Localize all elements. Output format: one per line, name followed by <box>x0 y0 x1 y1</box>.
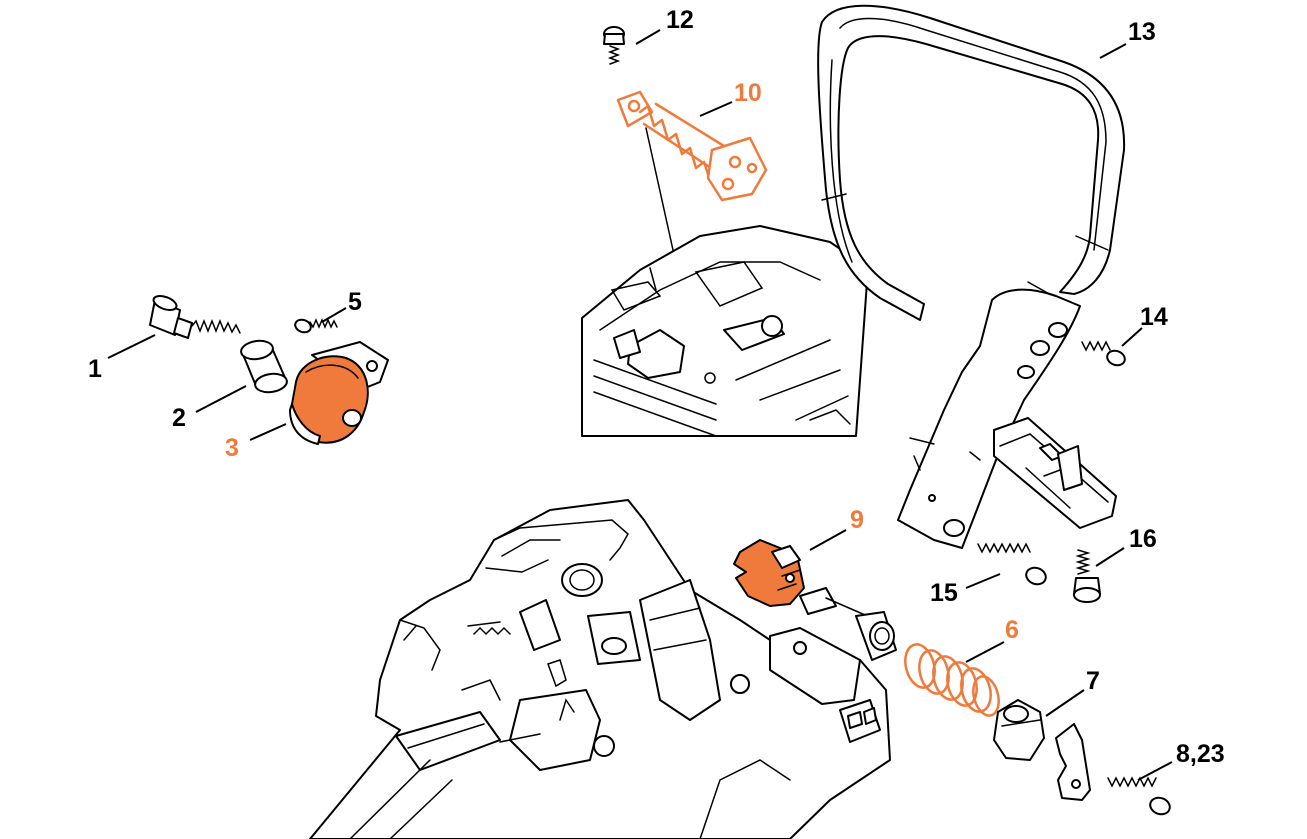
part-12-screw <box>603 26 625 65</box>
callout-12: 12 <box>666 6 694 34</box>
callout-6: 6 <box>1005 616 1019 644</box>
part-13-handlebar <box>817 4 1126 549</box>
part-7-knob <box>993 699 1091 801</box>
callout-8-23: 8,23 <box>1176 740 1225 768</box>
part-6-assembly <box>799 587 897 661</box>
part-15-screw <box>977 542 1047 586</box>
callout-labels: 1 2 3 5 6 7 8,23 9 10 12 13 14 15 16 <box>88 6 1225 768</box>
callout-3: 3 <box>225 434 239 462</box>
callout-7: 7 <box>1086 667 1100 695</box>
lower-crankcase <box>309 499 891 839</box>
callout-15: 15 <box>930 579 958 607</box>
callout-1: 1 <box>88 355 102 383</box>
upper-engine-housing <box>581 225 869 437</box>
part-2-bushing <box>240 339 288 394</box>
part-16-screw <box>1073 549 1101 603</box>
callout-13: 13 <box>1128 18 1156 46</box>
callout-10: 10 <box>734 79 762 107</box>
part-14-screw <box>1081 340 1126 367</box>
callout-2: 2 <box>172 404 186 432</box>
part-5-screw <box>294 318 338 334</box>
part-6-spring <box>904 643 1000 717</box>
leader-lines <box>107 29 1173 781</box>
callout-9: 9 <box>850 506 864 534</box>
callout-16: 16 <box>1129 525 1157 553</box>
part-9-rubber-mount <box>733 539 805 607</box>
part-8-23-screw <box>1107 776 1171 816</box>
part-3-cover <box>289 341 389 445</box>
handle-switch-box <box>993 417 1117 529</box>
part-1-pin <box>149 295 241 339</box>
callout-5: 5 <box>348 288 362 316</box>
callout-14: 14 <box>1140 303 1168 331</box>
